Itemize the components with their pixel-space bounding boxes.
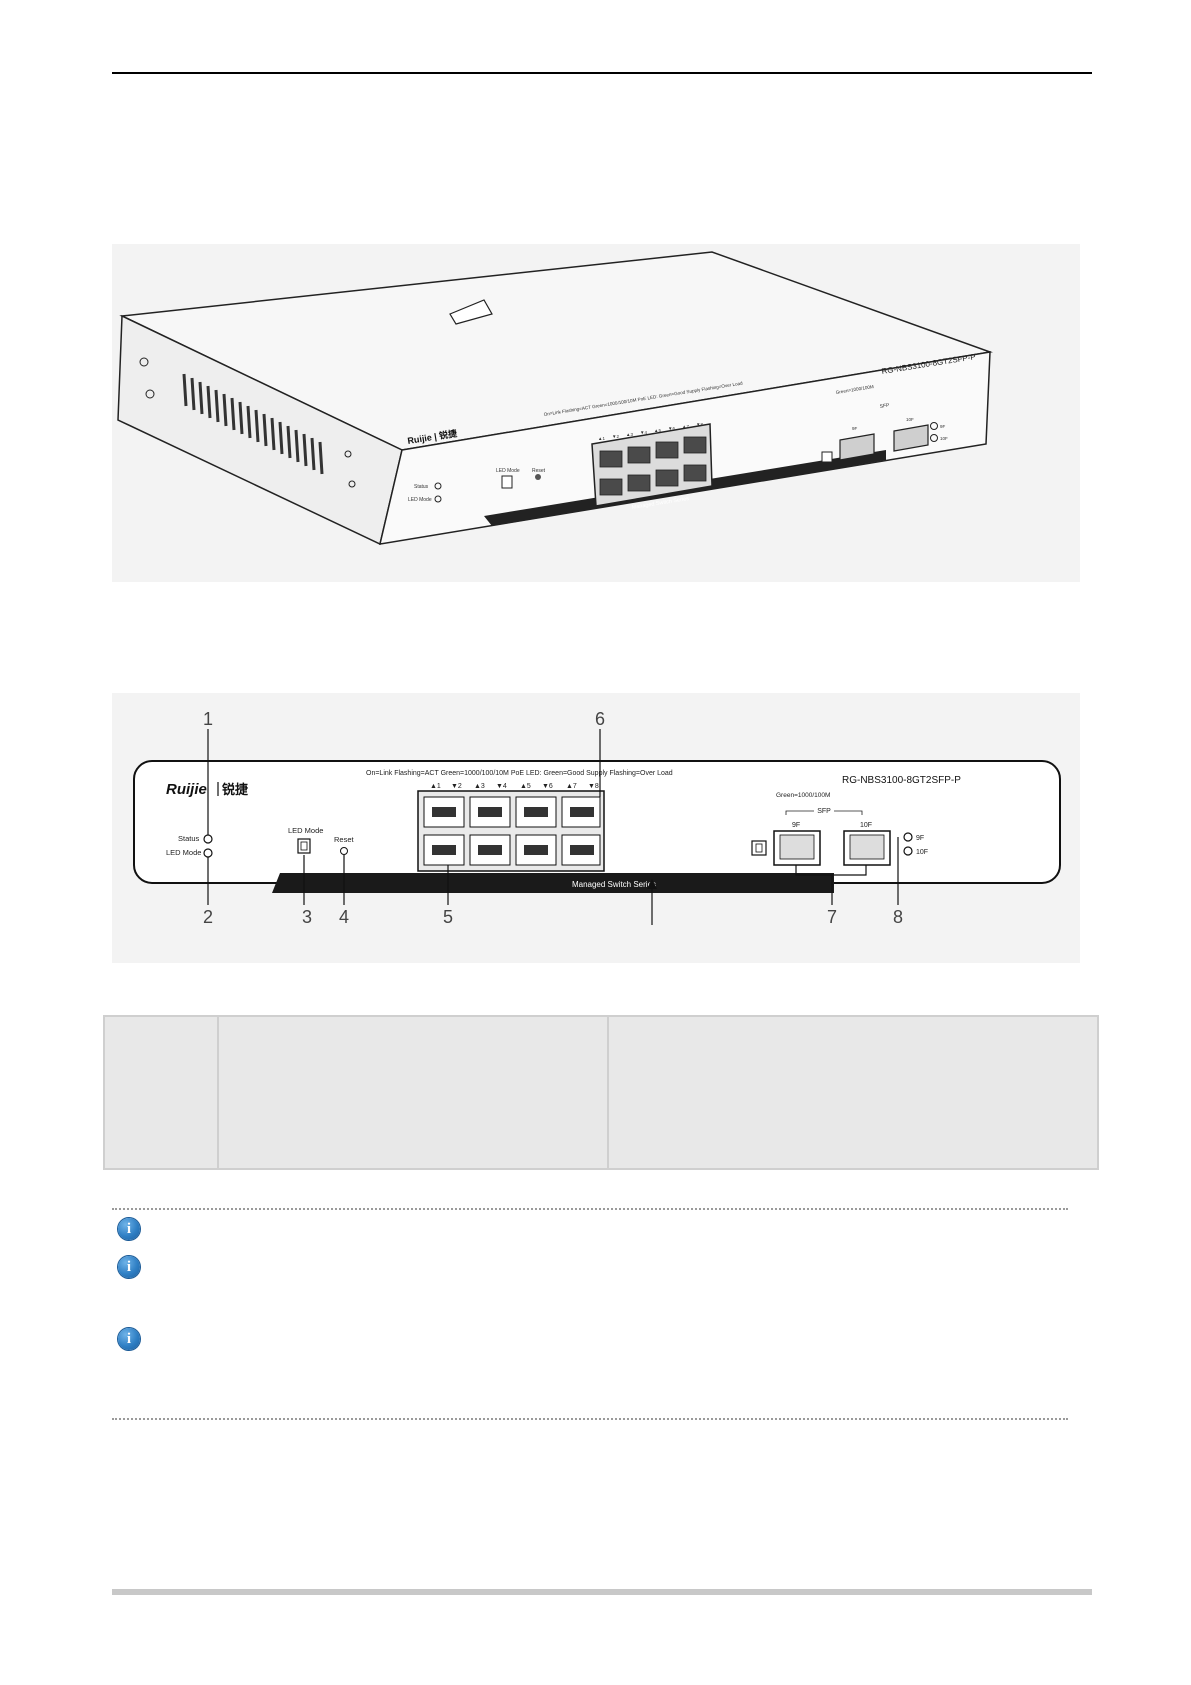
led-mode-button: [297, 838, 311, 854]
status-label: Status: [414, 484, 429, 490]
port-label: ▼6: [542, 783, 553, 790]
sfp-legend: Green=1000/100M: [776, 792, 830, 799]
port-label: ▼8: [696, 422, 703, 427]
port-label: ▲1: [430, 783, 441, 790]
switch-perspective-figure: Ruijie | 锐捷 RG-NBS3100-8GT2SFP-P On=Link…: [112, 244, 1080, 582]
sfp-legend: Green=1000/100M: [835, 384, 874, 395]
port-label: ▼4: [496, 783, 507, 790]
sfp-led-label: 10F: [916, 849, 928, 856]
model-label: RG-NBS3100-8GT2SFP-P: [842, 775, 961, 786]
port-label: ▲5: [654, 428, 661, 433]
led-mode-indicator-label: LED Mode: [408, 497, 432, 503]
note-divider-top: [112, 1208, 1068, 1210]
reset-button: [340, 847, 348, 855]
callout-number: 2: [203, 907, 213, 927]
port-label: ▲7: [566, 783, 577, 790]
table-cell: [105, 1017, 219, 1168]
front-panel-figure: Managed Switch Series Ruijie 锐捷 RG-NBS31…: [112, 693, 1080, 963]
sfp-led-10f: [903, 846, 913, 856]
port-label: ▲3: [626, 432, 633, 437]
sfp-port-label: 10F: [860, 822, 872, 829]
front-panel-drawing: Managed Switch Series Ruijie 锐捷 RG-NBS31…: [133, 709, 1061, 927]
sfp-led-label: 9F: [916, 835, 924, 842]
info-icon: i: [118, 1256, 140, 1278]
port-label: ▼4: [640, 430, 647, 435]
port-label: ▼2: [612, 434, 619, 439]
sfp-led-label: 9F: [940, 424, 946, 429]
sfp-port-label: 9F: [792, 822, 800, 829]
callout-number: 3: [302, 907, 312, 927]
sfp-port-label: 10F: [906, 417, 914, 422]
brand-logo: Ruijie: [166, 781, 207, 798]
callout-number: 7: [827, 907, 837, 927]
port-label: ▼8: [588, 783, 599, 790]
port-label: ▼2: [451, 783, 462, 790]
reset-label: Reset: [532, 468, 546, 474]
callout-number: 4: [339, 907, 349, 927]
led-mode-label: LED Mode: [496, 468, 520, 474]
led-legend: On=Link Flashing=ACT Green=1000/100/10M …: [366, 770, 673, 777]
status-label: Status: [178, 834, 200, 843]
status-led: [203, 834, 213, 844]
console-port: [751, 840, 767, 856]
port-label: ▲3: [474, 783, 485, 790]
rj45-port-block: [591, 423, 713, 507]
brand-logo-cn: 锐捷: [222, 782, 249, 797]
port-label: ▲7: [682, 424, 689, 429]
info-icon: i: [118, 1218, 140, 1240]
led-mode-indicator-label: LED Mode: [166, 848, 201, 857]
table-cell: [219, 1017, 609, 1168]
callout-number: 6: [595, 709, 605, 729]
arrow-icon: [647, 879, 657, 889]
note-divider-bottom: [112, 1418, 1068, 1420]
callout-number: 5: [443, 907, 453, 927]
led-mode-button-label: LED Mode: [288, 826, 323, 835]
footer-bar: [112, 1589, 1092, 1595]
port-label: ▲1: [598, 436, 605, 441]
switch-perspective-drawing: Ruijie | 锐捷 RG-NBS3100-8GT2SFP-P On=Link…: [117, 251, 993, 546]
led-mode-led: [203, 848, 213, 858]
reset-label: Reset: [334, 835, 355, 844]
callout-number: 1: [203, 709, 213, 729]
callout-number: 8: [893, 907, 903, 927]
series-label: Managed Switch Series: [572, 880, 656, 889]
info-icon: i: [118, 1328, 140, 1350]
description-table: [103, 1015, 1099, 1170]
sfp-led-9f: [903, 832, 913, 842]
sfp-label: SFP: [879, 402, 890, 410]
sfp-label: SFP: [817, 808, 831, 815]
sfp-port-label: 9F: [852, 426, 858, 431]
rj45-port-block: [417, 790, 605, 872]
header-rule: [112, 72, 1092, 74]
sfp-led-label: 10F: [940, 436, 948, 441]
port-label: ▲5: [520, 783, 531, 790]
port-label: ▼6: [668, 426, 675, 431]
table-cell: [609, 1017, 1097, 1168]
